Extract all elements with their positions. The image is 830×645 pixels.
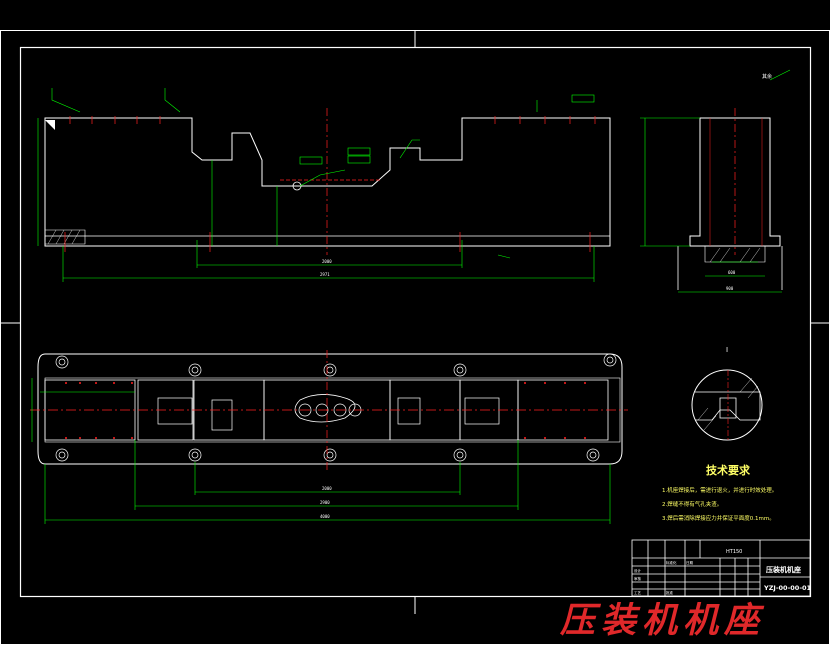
drawing-number: YZJ-00-00-01 [763,584,812,592]
tech-requirement-3: 3.焊后需消除焊接应力并保证平面度0.1mm。 [662,514,775,522]
svg-text:600: 600 [728,270,736,275]
svg-text:900: 900 [726,286,734,291]
tech-requirements-title: 技术要求 [706,463,751,477]
drawing-caption: 压装机机座 [559,600,765,641]
tb-label-date: 日期 [686,560,694,565]
svg-text:2000: 2000 [322,486,332,491]
tb-label-approve: 批准 [666,590,674,595]
drawing-frame [0,30,830,645]
roughness-mark: 其余 [762,73,772,80]
tech-requirement-2: 2.焊缝不得有气孔夹渣。 [662,500,722,508]
tb-label-design: 设计 [634,568,642,573]
front-view-hatch-bottom [44,229,86,245]
top-view: 4000 2900 2000 [30,350,628,524]
tb-label-review: 审核 [634,576,642,581]
front-view-hole [292,181,302,191]
part-name: 压装机机座 [766,565,801,574]
side-view: 其余 900 600 [640,69,791,293]
front-view: 2971 2000 [37,88,611,282]
tb-label-process: 工艺 [634,590,642,595]
technical-requirements: 技术要求 1.机座焊接后，需进行退火，并进行时效处理。 2.焊缝不得有气孔夹渣。… [662,463,777,522]
detail-view: Ⅰ [691,346,763,441]
center-slot [294,394,356,423]
tech-requirement-1: 1.机座焊接后，需进行退火，并进行时效处理。 [662,486,777,494]
svg-text:2971: 2971 [320,272,330,277]
detail-label: Ⅰ [726,346,728,354]
front-view-outline [44,117,611,247]
material-label: HT150 [726,549,742,555]
svg-text:4000: 4000 [320,514,330,519]
tb-label-standard: 标准化 [666,560,677,565]
top-view-outline [37,353,623,465]
front-view-hatch-left [45,120,55,130]
title-block: HT150 压装机机座 YZJ-00-00-01 设计 审核 工艺 标准化 批准… [631,539,812,597]
side-view-outline [689,117,781,247]
svg-text:2000: 2000 [322,259,332,264]
svg-text:2900: 2900 [320,500,330,505]
